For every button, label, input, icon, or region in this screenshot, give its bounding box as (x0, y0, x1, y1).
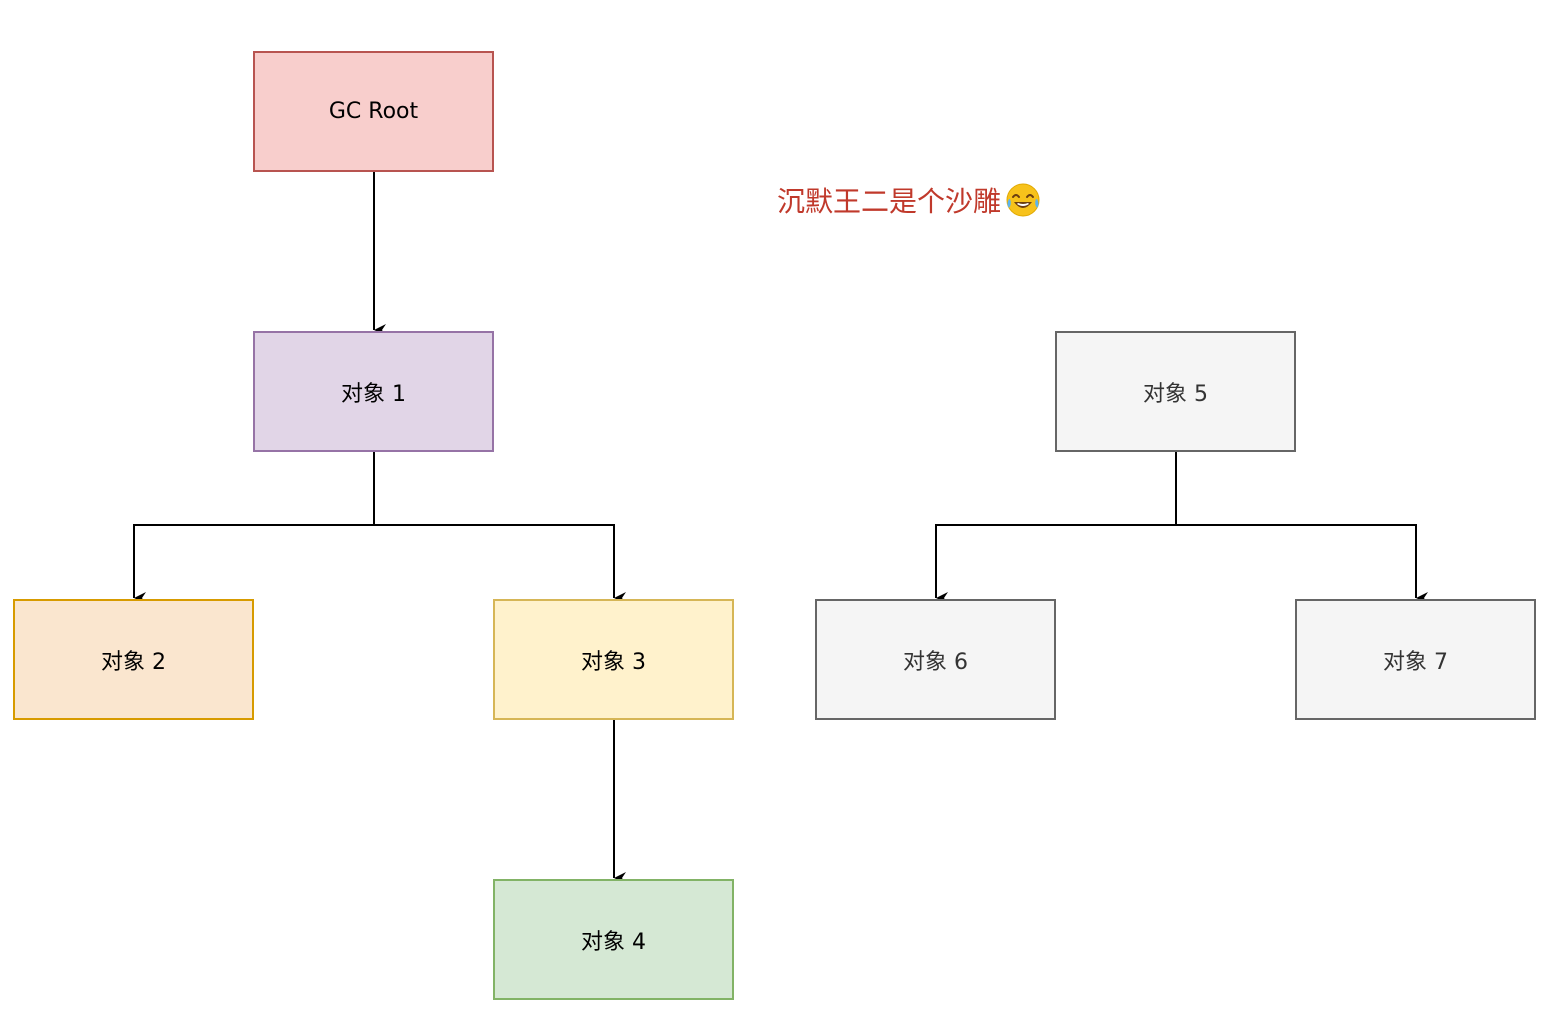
annotation-note-text: 沉默王二是个沙雕 (777, 185, 1002, 218)
node-object-3-label: 对象 3 (581, 649, 646, 675)
node-object-6: 对象 6 (815, 599, 1056, 720)
node-gc-root: GC Root (253, 51, 494, 172)
node-object-2-label: 对象 2 (101, 649, 166, 675)
tears-of-joy-face-icon (1006, 183, 1040, 217)
node-object-5: 对象 5 (1055, 331, 1296, 452)
edge-obj-1-to-obj-3 (374, 524, 626, 604)
node-object-7: 对象 7 (1295, 599, 1536, 720)
node-object-4-label: 对象 4 (581, 929, 646, 955)
node-object-2: 对象 2 (13, 599, 254, 720)
annotation-note: 沉默王二是个沙雕 (777, 178, 1041, 222)
node-object-3: 对象 3 (493, 599, 734, 720)
node-object-6-label: 对象 6 (903, 649, 968, 675)
node-gc-root-label: GC Root (328, 99, 419, 124)
edge-obj-5-to-obj-7 (1176, 524, 1428, 604)
node-object-4: 对象 4 (493, 879, 734, 1000)
node-object-1-label: 对象 1 (341, 381, 406, 407)
node-object-1: 对象 1 (253, 331, 494, 452)
edge-obj-1-trunk (133, 452, 375, 604)
node-object-5-label: 对象 5 (1143, 381, 1208, 407)
edge-obj-5-to-obj-6 (935, 452, 1177, 604)
node-object-7-label: 对象 7 (1383, 649, 1448, 675)
